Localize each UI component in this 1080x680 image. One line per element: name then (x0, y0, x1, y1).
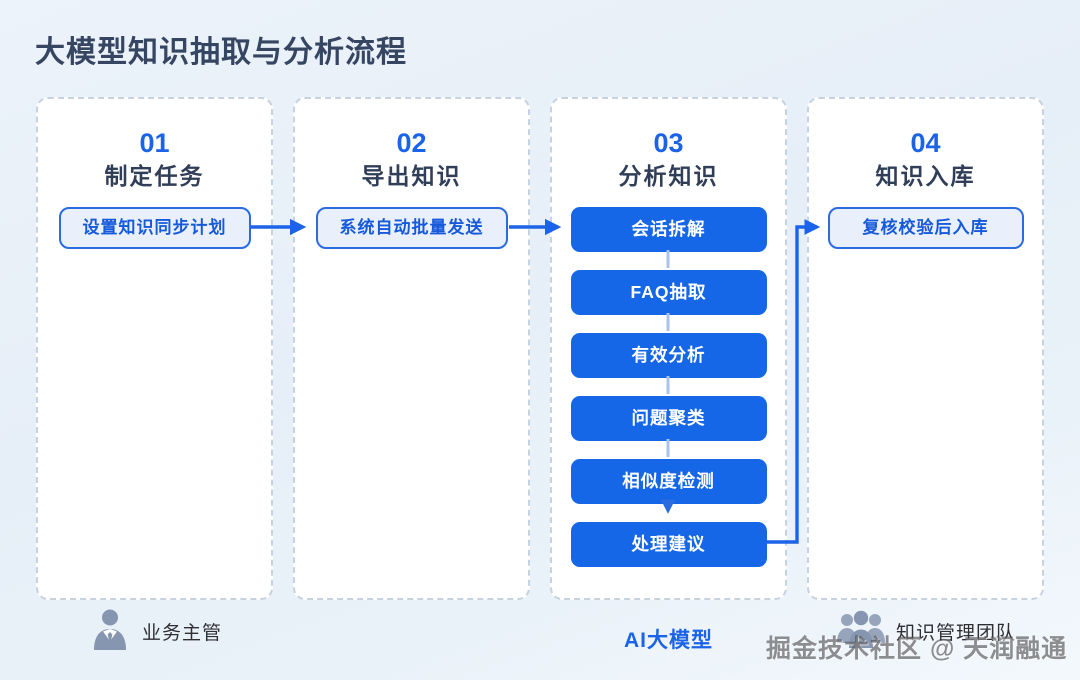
watermark: 掘金技术社区 @ 天润融通 (766, 635, 1068, 663)
step-number: 01 (139, 128, 170, 158)
role-label-ai-model: AI大模型 (624, 629, 713, 652)
node-session-split: 会话拆解 (570, 207, 767, 252)
step-title: 制定任务 (104, 163, 205, 189)
role-label-business: 业务主管 (142, 623, 223, 644)
step-card-01: 01 制定任务 设置知识同步计划 (36, 97, 273, 600)
step-number: 03 (653, 128, 684, 158)
node-question-cluster: 问题聚类 (570, 396, 767, 441)
footer-role-business: 业务主管 (92, 608, 222, 655)
step-title: 知识入库 (875, 163, 976, 189)
step-card-03: 03 分析知识 会话拆解 FAQ抽取 有效分析 问题聚类 相似度检测 处理建议 (550, 97, 787, 600)
step-number: 02 (396, 128, 427, 158)
node-similarity-check: 相似度检测 (570, 459, 767, 504)
node-auto-batch-send: 系统自动批量发送 (315, 207, 508, 249)
step-number: 04 (910, 128, 941, 158)
page-title: 大模型知识抽取与分析流程 (35, 36, 407, 69)
node-review-then-store: 复核校验后入库 (827, 207, 1024, 249)
step-title: 分析知识 (618, 163, 719, 189)
node-handle-suggestion: 处理建议 (570, 522, 767, 567)
node-set-sync-plan: 设置知识同步计划 (58, 207, 251, 249)
footer-role-km-team: 知识管理团队 (836, 610, 1016, 653)
person-icon (92, 608, 128, 655)
step-card-02: 02 导出知识 系统自动批量发送 (293, 97, 530, 600)
step-card-04: 04 知识入库 复核校验后入库 (807, 97, 1044, 600)
role-label-km-team: 知识管理团队 (896, 623, 1017, 644)
step-title: 导出知识 (361, 163, 462, 189)
team-icon (836, 610, 886, 653)
node-faq-extract: FAQ抽取 (570, 270, 767, 315)
node-validity-analysis: 有效分析 (570, 333, 767, 378)
